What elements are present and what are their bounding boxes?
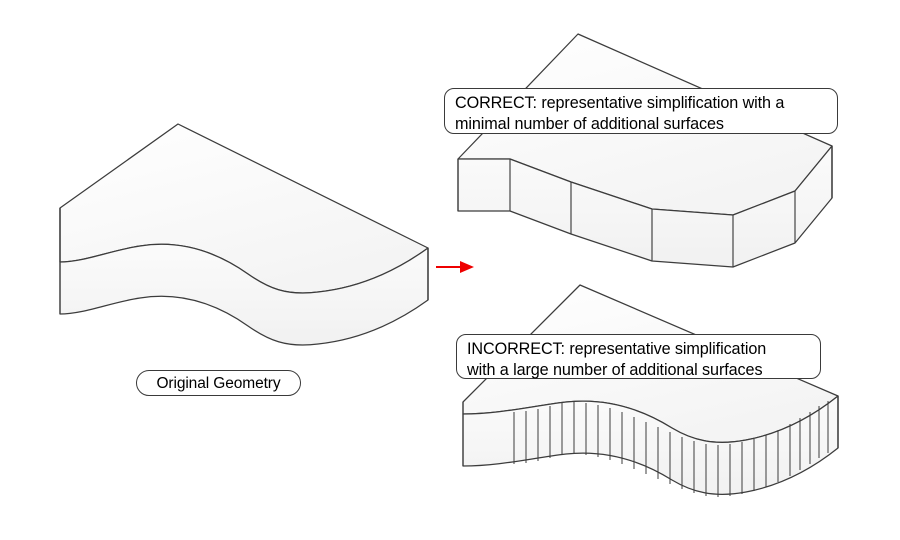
label-original-geometry: Original Geometry: [136, 370, 301, 396]
solid-original-geometry: [59, 123, 429, 346]
label-incorrect-simplification: INCORRECT: representative simplification…: [456, 334, 821, 379]
incorrect-facet-lines: [513, 401, 829, 497]
correct-facet-lines: [509, 159, 796, 267]
solid-incorrect-geometry: [462, 284, 839, 497]
label-correct-simplification: CORRECT: representative simplification w…: [444, 88, 838, 134]
solid-correct-geometry: [457, 33, 833, 268]
